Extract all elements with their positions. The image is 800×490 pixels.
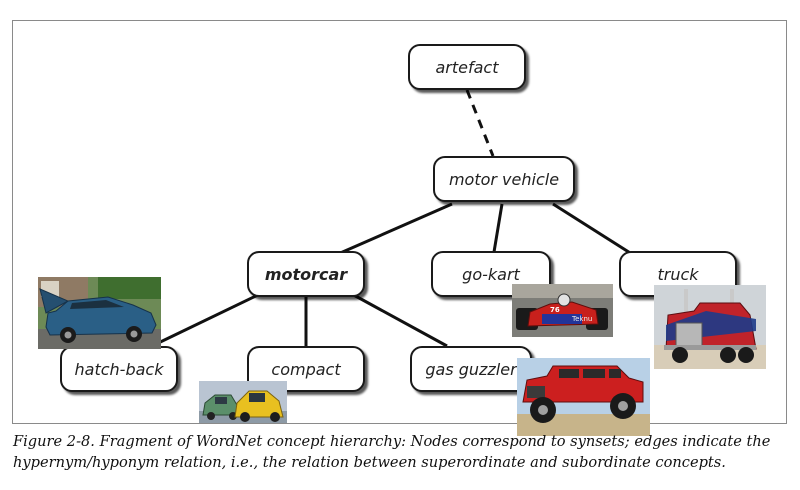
node-hatch-back: hatch-back [60,346,178,392]
go-kart-number: 76 [550,306,560,314]
go-kart-photo: 76 Teknu [512,284,613,337]
figure-caption: Figure 2-8. Fragment of WordNet concept … [13,431,793,473]
edge-motor-vehicle-go-kart [492,203,504,253]
node-motor-vehicle: motor vehicle [433,156,575,202]
edge-motorcar-hatch-back [151,291,263,348]
edge-motorcar-gas-guzzler [349,291,448,348]
node-gas-guzzler: gas guzzler [410,346,532,392]
edge-motor-vehicle-motorcar [337,202,453,256]
caption-line-1: Figure 2-8. Fragment of WordNet concept … [13,433,771,450]
hatchback-photo [38,277,161,349]
compact-photo [199,381,287,423]
node-motorcar: motorcar [247,251,365,297]
truck-photo [654,285,766,369]
edge-motor-vehicle-truck [552,202,636,258]
node-go-kart: go-kart [431,251,551,297]
edge-artefact-motor-vehicle [465,89,495,157]
go-kart-sponsor: Teknu [571,315,592,323]
caption-line-2: hypernym/hyponym relation, i.e., the rel… [13,454,726,471]
node-artefact: artefact [408,44,526,90]
gas-guzzler-photo [517,358,650,436]
